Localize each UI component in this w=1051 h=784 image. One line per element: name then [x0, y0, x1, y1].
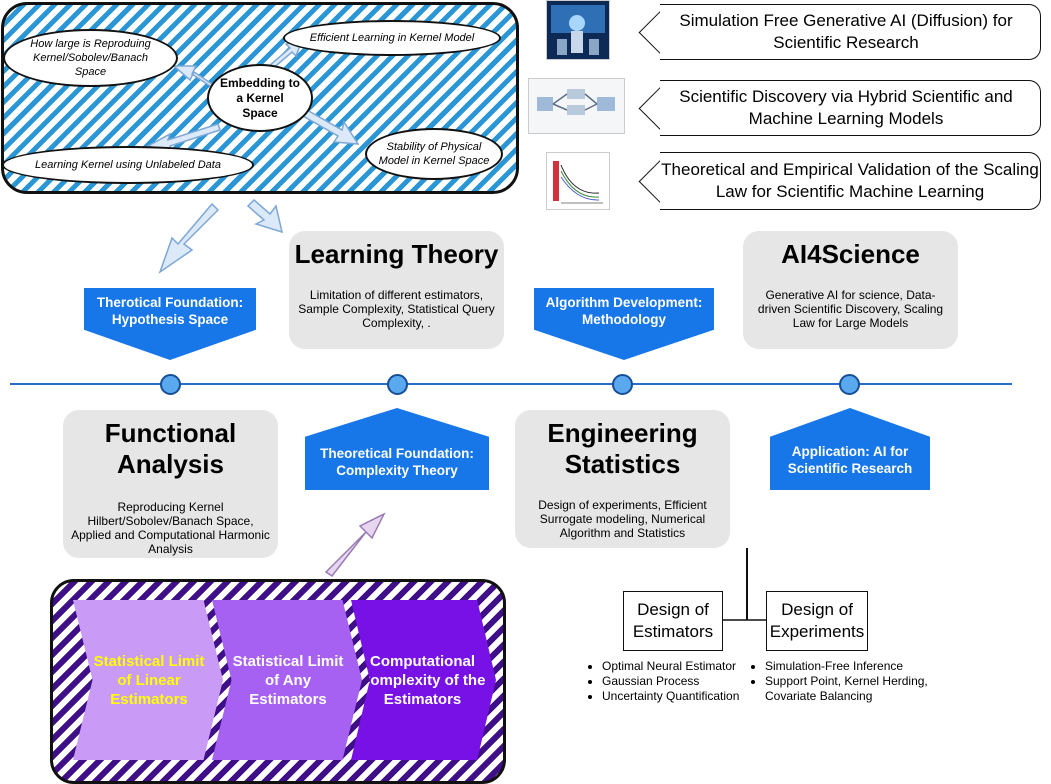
complexity-theory-text: Theoretical Foundation: Complexity Theor… [320, 446, 474, 478]
methodology-label: Algorithm Development: Methodology [534, 288, 714, 360]
reproducing-space-text: How large is Reproduing Kernel/Sobolev/B… [30, 38, 151, 78]
ai4science-text: Generative AI for science, Data-driven S… [757, 288, 944, 330]
timeline-line [10, 383, 1012, 385]
design-of-experiments-box: Design of Experiments [766, 591, 868, 651]
engineering-statistics-text: Design of experiments, Efficient Surroga… [538, 498, 707, 540]
efficient-learning-text: Efficient Learning in Kernel Model [309, 32, 475, 44]
reproducing-space-oval: How large is Reproduing Kernel/Sobolev/B… [3, 29, 178, 87]
computational-complexity-text: Computational Complexity of the Estimato… [359, 652, 486, 708]
computational-complexity-chevron: Computational Complexity of the Estimato… [351, 600, 496, 760]
callout-body: Scientific Discovery via Hybrid Scientif… [660, 80, 1041, 136]
experiments-bullet-list: Simulation-Free Inference Support Point,… [749, 659, 965, 704]
callout-body: Simulation Free Generative AI (Diffusion… [660, 4, 1041, 60]
arrow-to-learning-theory [246, 198, 284, 234]
callout-scaling-law-text: Theoretical and Empirical Validation of … [661, 160, 1039, 201]
learning-theory-title: Learning Theory [294, 239, 499, 269]
linear-estimators-text: Statistical Limit of Linear Estimators [93, 652, 205, 708]
ai4science-title: AI4Science [781, 239, 920, 269]
engineering-statistics-title: Engineering Statistics [547, 418, 698, 479]
timeline-dot [839, 374, 860, 395]
design-of-estimators-title: Design of Estimators [632, 600, 714, 641]
functional-analysis-text: Reproducing Kernel Hilbert/Sobolev/Banac… [71, 500, 270, 556]
application-label: Application: AI for Scientific Research [770, 408, 930, 490]
list-item: Gaussian Process [602, 674, 772, 689]
list-item: Uncertainty Quantification [602, 689, 772, 704]
robot-scientist-image [546, 0, 610, 60]
unlabeled-data-oval: Learning Kernel using Unlabeled Data [2, 146, 254, 184]
engineering-statistics-card: Engineering Statistics Design of experim… [515, 410, 730, 548]
functional-analysis-card: Functional Analysis Reproducing Kernel H… [63, 410, 278, 558]
kernel-arrows [145, 38, 360, 274]
functional-analysis-title: Functional Analysis [104, 418, 237, 479]
callout-hybrid-text: Scientific Discovery via Hybrid Scientif… [679, 87, 1013, 128]
design-connector-lines [722, 548, 768, 621]
list-item: Simulation-Free Inference [765, 659, 965, 674]
unlabeled-data-text: Learning Kernel using Unlabeled Data [35, 159, 221, 171]
callout-diffusion: Simulation Free Generative AI (Diffusion… [630, 4, 1042, 60]
list-item: Support Point, Kernel Herding, Covariate… [765, 674, 965, 704]
estimators-bullet-list: Optimal Neural Estimator Gaussian Proces… [586, 659, 772, 704]
stability-text: Stability of Physical Model in Kernel Sp… [378, 141, 490, 167]
any-estimators-chevron: Statistical Limit of Any Estimators [212, 600, 362, 760]
any-estimators-text: Statistical Limit of Any Estimators [232, 652, 344, 708]
list-item: Optimal Neural Estimator [602, 659, 772, 674]
timeline-dot [612, 374, 633, 395]
complexity-theory-label: Theoretical Foundation: Complexity Theor… [305, 408, 489, 490]
stability-oval: Stability of Physical Model in Kernel Sp… [365, 128, 503, 180]
linear-estimators-chevron: Statistical Limit of Linear Estimators [73, 600, 223, 760]
kernel-embedding-oval: Embedding to a Kernel Space [207, 64, 313, 132]
hypothesis-space-text: Therotical Foundation: Hypothesis Space [96, 295, 244, 327]
kernel-embedding-text: Embedding to a Kernel Space [220, 75, 300, 120]
callout-hybrid: Scientific Discovery via Hybrid Scientif… [630, 80, 1042, 136]
timeline-dot [160, 374, 181, 395]
callout-body: Theoretical and Empirical Validation of … [660, 152, 1041, 210]
callout-scaling-law: Theoretical and Empirical Validation of … [630, 152, 1042, 210]
hypothesis-space-label: Therotical Foundation: Hypothesis Space [84, 288, 256, 360]
application-text: Application: AI for Scientific Research [787, 444, 913, 476]
learning-theory-text: Limitation of different estimators, Samp… [298, 288, 495, 330]
arrow-to-hypothesis-space [158, 202, 220, 274]
learning-theory-card: Learning Theory Limitation of different … [289, 231, 504, 349]
scaling-law-plot-image [546, 152, 610, 210]
methodology-text: Algorithm Development: Methodology [545, 295, 703, 327]
efficient-learning-oval: Efficient Learning in Kernel Model [283, 20, 501, 56]
timeline-dot [387, 374, 408, 395]
design-of-estimators-box: Design of Estimators [623, 591, 723, 651]
ai4science-card: AI4Science Generative AI for science, Da… [743, 231, 958, 349]
arrow-to-complexity-theory [324, 512, 386, 578]
design-of-experiments-title: Design of Experiments [769, 600, 865, 641]
hybrid-model-diagram-image [528, 78, 625, 134]
callout-diffusion-text: Simulation Free Generative AI (Diffusion… [679, 11, 1013, 52]
